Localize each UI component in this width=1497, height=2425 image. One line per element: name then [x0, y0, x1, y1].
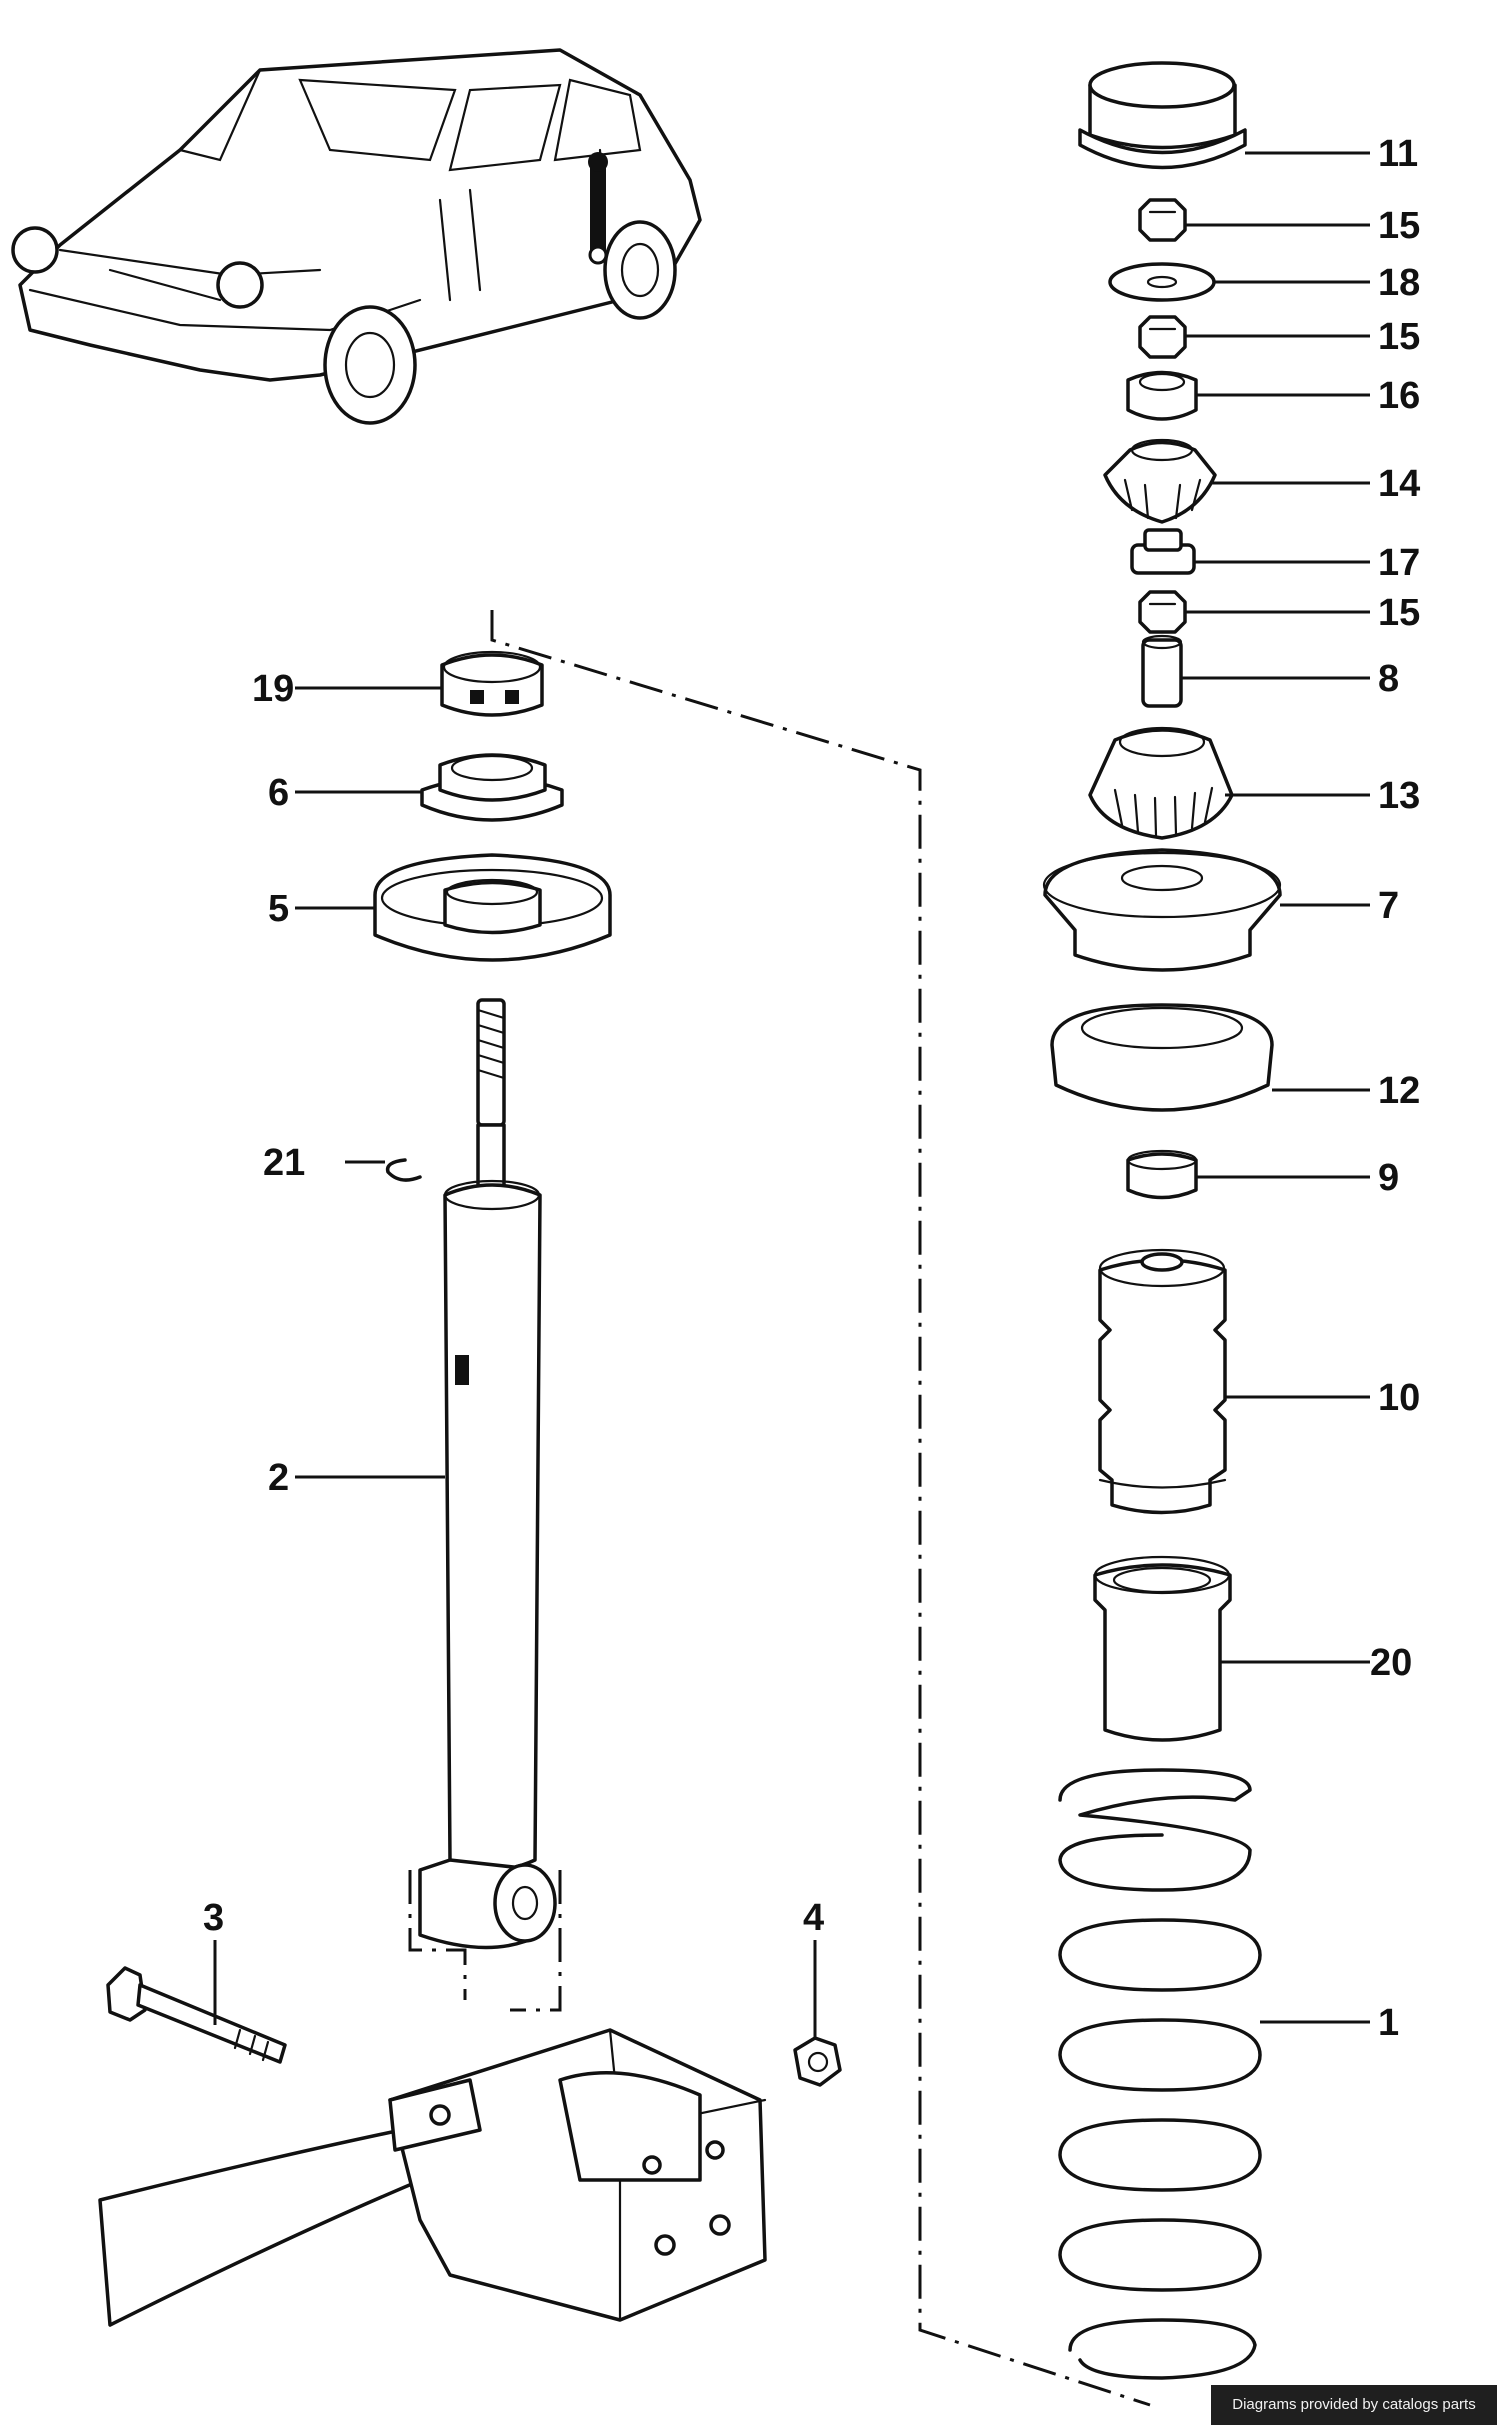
callout-15: 15 [1378, 316, 1420, 358]
callout-13: 13 [1378, 775, 1420, 817]
part-6-bearing [420, 753, 564, 822]
bracket-line [408, 1870, 562, 2012]
callout-12: 12 [1378, 1070, 1420, 1112]
part-19-nut-ring [440, 650, 544, 717]
part-1-coil-spring [1058, 1768, 1262, 2380]
callout-21: 21 [263, 1142, 305, 1184]
part-16-bushing [1126, 370, 1198, 421]
callout-8: 8 [1378, 658, 1399, 700]
car-shock-highlight-icon [588, 152, 608, 265]
callout-11: 11 [1378, 133, 1418, 175]
callout-20: 20 [1370, 1642, 1412, 1684]
callout-4: 4 [803, 1897, 824, 1939]
callout-16: 16 [1378, 375, 1420, 417]
part-9-bushing [1126, 1149, 1198, 1200]
part-5-spring-seat [373, 853, 612, 962]
callout-10: 10 [1378, 1377, 1420, 1419]
part-11-cap [1078, 61, 1247, 170]
callout-6: 6 [268, 772, 289, 814]
part-3-bolt [106, 1966, 287, 2064]
part-17-spacer [1130, 528, 1196, 575]
part-14-rubber-mount [1103, 438, 1217, 524]
car-illustration [11, 48, 702, 425]
callout-5: 5 [268, 888, 289, 930]
part-13-rubber-mount [1088, 726, 1234, 840]
axle-bracket [98, 2028, 767, 2327]
callout-15: 15 [1378, 205, 1420, 247]
callout-17: 17 [1378, 542, 1420, 584]
callout-7: 7 [1378, 885, 1399, 927]
part-21-circlip [385, 1158, 422, 1182]
part-20-dust-boot [1093, 1555, 1232, 1742]
callout-19: 19 [252, 668, 294, 710]
callout-1: 1 [1378, 2002, 1399, 2044]
callout-18: 18 [1378, 262, 1420, 304]
part-8-sleeve [1141, 634, 1183, 708]
part-15-nut-c [1138, 590, 1187, 634]
leader-lines [213, 151, 1370, 2040]
assembly-line [490, 610, 1151, 2407]
callout-14: 14 [1378, 463, 1420, 505]
part-7-spring-plate [1042, 848, 1282, 972]
callout-3: 3 [203, 1897, 224, 1939]
part-18-washer [1108, 262, 1216, 302]
part-15-nut-a [1138, 198, 1187, 242]
callout-9: 9 [1378, 1157, 1399, 1199]
part-4-nut [793, 2036, 842, 2087]
callout-15: 15 [1378, 592, 1420, 634]
part-15-nut-b [1138, 315, 1187, 359]
part-12-rubber-ring [1050, 1003, 1274, 1112]
callout-2: 2 [268, 1457, 289, 1499]
watermark-label: Diagrams provided by catalogs parts [1211, 2385, 1497, 2425]
part-2-shock-absorber [418, 998, 557, 1950]
part-10-bump-stop [1098, 1248, 1227, 1515]
